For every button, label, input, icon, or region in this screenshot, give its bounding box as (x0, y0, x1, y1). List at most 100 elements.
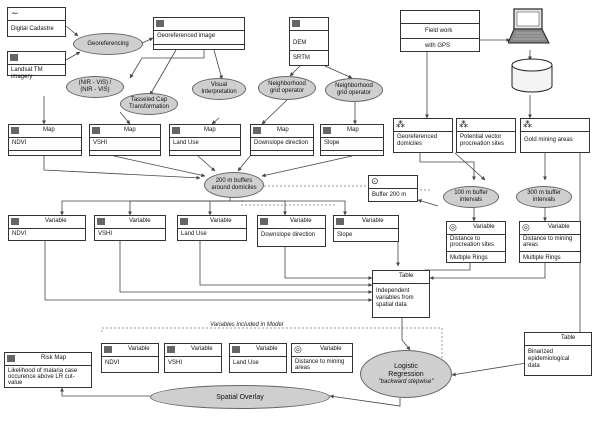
variable-vshi: Variable VSHI (94, 215, 166, 241)
table-header: Table (561, 335, 576, 341)
vector-line1: Potential vector (460, 134, 502, 140)
variable-downslope: Variable Downslope direction (257, 215, 326, 247)
risk-map-box: Risk Map Likelihood of malaria case occu… (4, 352, 92, 388)
box-divider (321, 150, 383, 151)
variable-header: Variable (45, 218, 67, 224)
model-variable-land-use: Variable Land Use (229, 343, 287, 373)
variable-slope-label: Slope (337, 232, 353, 238)
landsat-label: Landsat TM imagery (11, 67, 43, 80)
variable-header: Variable (129, 218, 151, 224)
buffers-line1: 200 m buffers (215, 178, 253, 184)
raster-icon (7, 355, 15, 362)
visual-line1: Visual (210, 82, 228, 88)
nir-vis-line1: (NIR - VIS) / (78, 80, 112, 86)
digital-cadastre-label: Digital Cadastre (11, 26, 54, 32)
neighborhood2-line1: Neighborhood (335, 83, 373, 89)
buffer-200m-box: ⊙ Buffer 200 m (368, 175, 418, 202)
map-header: Map (124, 127, 136, 133)
rings-icon: ◎ (294, 344, 302, 354)
logistic-line1: Logistic (394, 362, 418, 370)
box-header: ⁂ (394, 119, 452, 132)
model-land-use-label: Land Use (233, 360, 259, 366)
variable-header: Variable (362, 218, 384, 224)
raster-icon (172, 127, 180, 134)
georeferencing-ellipse: Georeferencing (73, 33, 143, 55)
box-divider (251, 150, 313, 151)
with-gps-label: with GPS (425, 43, 451, 49)
box-header: Variable (165, 344, 221, 357)
variable-ndvi: Variable NDVI (8, 215, 86, 241)
rings-icon: ◎ (449, 222, 457, 232)
logistic-line3: "backward stepwise" (378, 378, 434, 385)
map-downslope-label: Downslope direction (254, 140, 309, 146)
map-downslope: Map Downslope direction (250, 124, 314, 156)
table-header: Table (399, 273, 414, 279)
srtm-label: SRTM (293, 55, 310, 61)
points-icon: ⁂ (396, 119, 405, 129)
map-vshi: Map VSHI (89, 124, 161, 156)
map-land-use: Map Land Use (169, 124, 241, 156)
map-header: Map (43, 127, 55, 133)
rings-icon: ◎ (522, 222, 530, 232)
raster-icon (104, 346, 112, 353)
variable-header: Variable (210, 218, 232, 224)
model-vshi-label: VSHI (168, 360, 183, 366)
buffers-line2: around domiciles (211, 185, 257, 191)
landsat-box: Landsat TM imagery (7, 51, 66, 80)
box-header: Variable (9, 216, 85, 229)
box-header: Table (373, 271, 429, 284)
box-header (290, 18, 328, 31)
indep-line2: variables from (376, 295, 414, 301)
box-header: Map (170, 125, 240, 138)
map-ndvi-label: NDVI (12, 140, 27, 146)
vector-sites-box: ⁂ Potential vector procreation sites (456, 118, 516, 153)
buffer-200m-label: Buffer 200 m (372, 192, 407, 198)
dist-proc-line1: Distance to (450, 236, 481, 242)
box-header: ⊙ (369, 176, 417, 189)
risk-map-header: Risk Map (41, 355, 67, 361)
buffer100-line2: intervals (459, 197, 483, 203)
buffer100-line1: 100 m buffer (454, 190, 488, 196)
variable-downslope-label: Downslope direction (261, 232, 316, 238)
variable-vshi-label: VSHI (98, 231, 113, 237)
map-header: Map (347, 127, 359, 133)
neighborhood1-line2: grid operator (269, 88, 304, 94)
georef-image-label: Georeferenced image (157, 33, 216, 39)
nir-vis-line2: (NIR - VIS) (80, 87, 110, 93)
map-line-icon: ∼ (11, 8, 19, 18)
box-header: ◎Variable (447, 222, 505, 235)
map-vshi-label: VSHI (93, 140, 108, 146)
multiple-rings-label: Multiple Rings (523, 255, 561, 261)
box-divider (290, 50, 328, 51)
buffer300-line2: intervals (532, 197, 556, 203)
variable-land-use-label: Land Use (181, 231, 207, 237)
multiple-rings-label: Multiple Rings (450, 255, 488, 261)
dist-mining-line2: areas (523, 242, 539, 248)
box-divider (520, 251, 580, 252)
raster-icon (323, 127, 331, 134)
field-work-box: Field work with GPS (400, 10, 480, 52)
dist-mining-line1: Distance to mining (523, 236, 573, 242)
variable-land-use: Variable Land Use (177, 215, 247, 241)
box-divider (170, 150, 240, 151)
buffer-icon: ⊙ (371, 176, 379, 186)
box-header: ⁂ (457, 119, 515, 132)
raster-icon (232, 346, 240, 353)
model-ndvi-label: NDVI (105, 360, 120, 366)
raster-icon (336, 218, 344, 225)
gold-mining-box: ⁂ Gold mining areas (520, 118, 590, 153)
box-header: ◎Variable (292, 344, 352, 357)
box-header (8, 52, 65, 65)
risk-line3: value (8, 380, 23, 386)
box-header: Variable (178, 216, 246, 229)
points-icon: ⁂ (523, 119, 532, 129)
visual-line2: Interpretation (201, 89, 237, 95)
